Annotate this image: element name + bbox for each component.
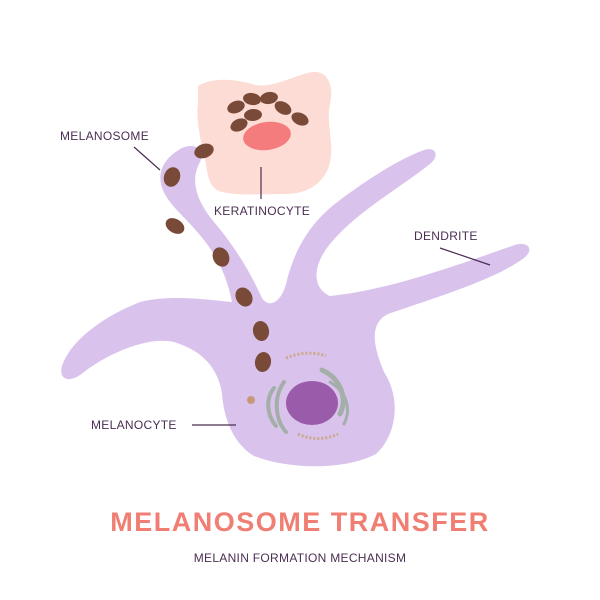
melanosome <box>163 167 181 187</box>
diagram-title: MELANOSOME TRANSFER <box>110 507 490 537</box>
melanocyte-label: MELANOCYTE <box>91 418 177 432</box>
melanosome <box>212 247 230 267</box>
dendrite-leader <box>439 247 491 266</box>
melanosome <box>244 108 262 122</box>
melanosome <box>243 92 261 106</box>
melanosome <box>254 352 272 372</box>
melanosome <box>260 91 278 105</box>
melanosome <box>227 100 245 114</box>
melanosome-leader <box>133 146 161 171</box>
melanosome <box>194 143 214 159</box>
melanosome-small <box>247 396 255 404</box>
endoplasmic-reticulum <box>285 351 339 440</box>
melanosome <box>291 112 309 126</box>
melanosome <box>235 287 253 307</box>
melanosome-label: MELANOSOME <box>60 129 149 143</box>
melanosome <box>274 101 292 115</box>
golgi-apparatus <box>266 367 349 434</box>
melanosome <box>165 218 185 234</box>
keratinocyte-label: KERATINOCYTE <box>214 204 310 218</box>
melanosome <box>230 118 248 132</box>
melanocyte-body <box>61 145 530 467</box>
dendrite-label: DENDRITE <box>414 229 478 243</box>
keratinocyte-melanosomes <box>227 91 309 132</box>
diagram-subtitle: MELANIN FORMATION MECHANISM <box>194 551 407 565</box>
melanocyte-nucleus <box>286 381 338 425</box>
keratinocyte-nucleus <box>243 121 291 151</box>
dendrite-melanosomes <box>163 143 272 404</box>
melanosome <box>252 321 270 341</box>
